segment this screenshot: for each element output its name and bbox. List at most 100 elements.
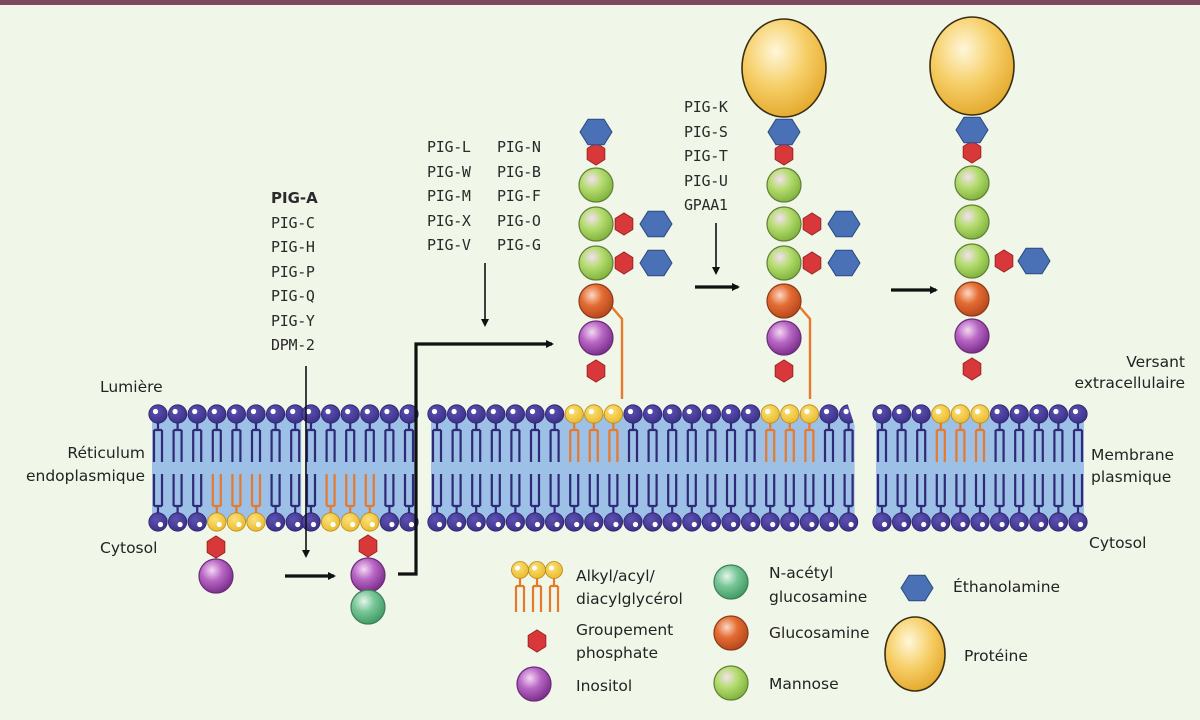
gpi-anchor-lipid	[780, 404, 800, 532]
phospholipid	[1048, 404, 1069, 532]
lipid-head-highlight	[901, 521, 907, 528]
lipid-tail	[784, 422, 795, 462]
lipid-linker	[609, 304, 624, 399]
lipid-tail	[490, 422, 501, 462]
lipid-head-highlight	[843, 408, 849, 415]
lipid-tail	[569, 474, 580, 514]
lipid-tail	[325, 474, 336, 514]
legend-ethanolamine-label: Éthanolamine	[953, 578, 1061, 596]
arrows-layer	[285, 223, 938, 580]
lipid-tail	[876, 422, 888, 462]
lipid-tail	[916, 474, 927, 514]
glucosamine-icon	[578, 283, 614, 319]
lipid-head	[466, 512, 486, 532]
phosphate-icon	[774, 359, 794, 383]
lipid-head-highlight	[554, 521, 560, 528]
ethanolamine-icon	[955, 116, 989, 144]
lipid-linker	[797, 304, 812, 399]
lipid-head	[721, 512, 741, 532]
legend-nag-icon	[713, 564, 749, 600]
lipid-head-highlight	[730, 521, 737, 528]
lipid-tail	[152, 422, 164, 462]
lipid-head	[427, 404, 447, 424]
lipid-head-highlight	[1072, 408, 1079, 415]
enzyme-list-step2-col1: PIG-L PIG-W PIG-M PIG-X PIG-V	[427, 135, 471, 258]
ethanolamine-icon	[827, 210, 861, 238]
chain-glcnac-pi	[350, 534, 386, 625]
lipid-tail	[1053, 474, 1064, 514]
lipid-head-highlight	[431, 408, 438, 415]
lipid-head-highlight	[750, 521, 756, 528]
lipid-tail	[916, 422, 927, 462]
lipid-head	[544, 404, 565, 424]
lipid-head	[780, 512, 800, 532]
lipid-head-highlight	[515, 565, 520, 571]
er-membrane-segment-1	[148, 404, 305, 532]
lipid-head	[148, 512, 168, 532]
legend-lipid-icon	[511, 561, 563, 612]
lipid-head-highlight	[881, 521, 888, 528]
chain-gpi-precursor	[578, 118, 673, 399]
phospholipid	[265, 404, 286, 532]
lipid-head	[301, 404, 321, 424]
lipid-head	[207, 512, 227, 532]
gpi-anchor-lipid	[360, 404, 380, 532]
lipid-head	[427, 512, 447, 532]
er-name-label-line1: Réticulum	[67, 444, 145, 462]
legend-icons-layer	[511, 561, 946, 702]
lipid-tail	[290, 422, 301, 462]
lipid-tail	[725, 422, 737, 462]
lipid-head	[989, 512, 1010, 532]
enzyme-item: PIG-U	[684, 171, 728, 190]
mannose-icon	[766, 167, 802, 203]
lipid-head	[1029, 512, 1049, 532]
lipid-head	[466, 404, 486, 424]
lipid-head	[379, 404, 399, 424]
glucosamine-icon	[766, 283, 802, 319]
lipid-head	[623, 512, 643, 532]
lipid-tail	[510, 474, 521, 514]
gpi-anchor-lipid	[340, 404, 360, 532]
lipid-tail	[305, 422, 317, 462]
phospholipid	[1009, 404, 1029, 532]
lipid-tail	[896, 474, 907, 514]
lipid-head-highlight	[211, 408, 217, 415]
lipid-tail	[843, 474, 854, 514]
enzyme-item: PIG-P	[271, 262, 315, 281]
plasma-membrane-segment	[872, 404, 1088, 532]
lipid-head-highlight	[770, 521, 776, 528]
lipid-head	[511, 561, 529, 579]
gpi-chains-layer	[198, 16, 1051, 625]
lipid-head-highlight	[515, 521, 521, 528]
lipid-head	[584, 512, 604, 532]
lipid-tail	[250, 474, 262, 514]
lipid-tail	[1072, 474, 1084, 514]
lipid-tail	[345, 422, 356, 462]
gpi-anchor-lipid	[799, 404, 820, 532]
lipid-tail	[686, 422, 697, 462]
lipid-head-highlight	[725, 408, 732, 415]
lipid-head-highlight	[310, 521, 317, 528]
lipid-tail	[725, 474, 737, 514]
lipid-head-highlight	[549, 565, 554, 571]
enzyme-item: PIG-G	[497, 236, 541, 254]
lipid-head-highlight	[305, 408, 312, 415]
lipid-head-highlight	[627, 408, 634, 415]
phospholipid	[525, 404, 545, 532]
lipid-head	[838, 512, 859, 532]
lipid-head	[320, 512, 341, 532]
enzyme-list-step2-col2: PIG-N PIG-B PIG-F PIG-O PIG-G	[497, 135, 541, 258]
ethanolamine-icon	[767, 118, 801, 146]
phosphate-icon	[586, 142, 606, 166]
mannose-icon	[954, 243, 990, 279]
lipid-head	[662, 404, 682, 424]
lipid-head	[545, 561, 563, 579]
enzyme-item: GPAA1	[684, 196, 728, 214]
pm-cytosol-label: Cytosol	[1089, 534, 1147, 552]
ethanolamine-icon	[1017, 247, 1051, 275]
lipid-head	[970, 404, 990, 424]
lipid-tail	[1053, 422, 1064, 462]
ethanolamine-icon	[827, 249, 861, 277]
lipid-head	[642, 404, 663, 424]
